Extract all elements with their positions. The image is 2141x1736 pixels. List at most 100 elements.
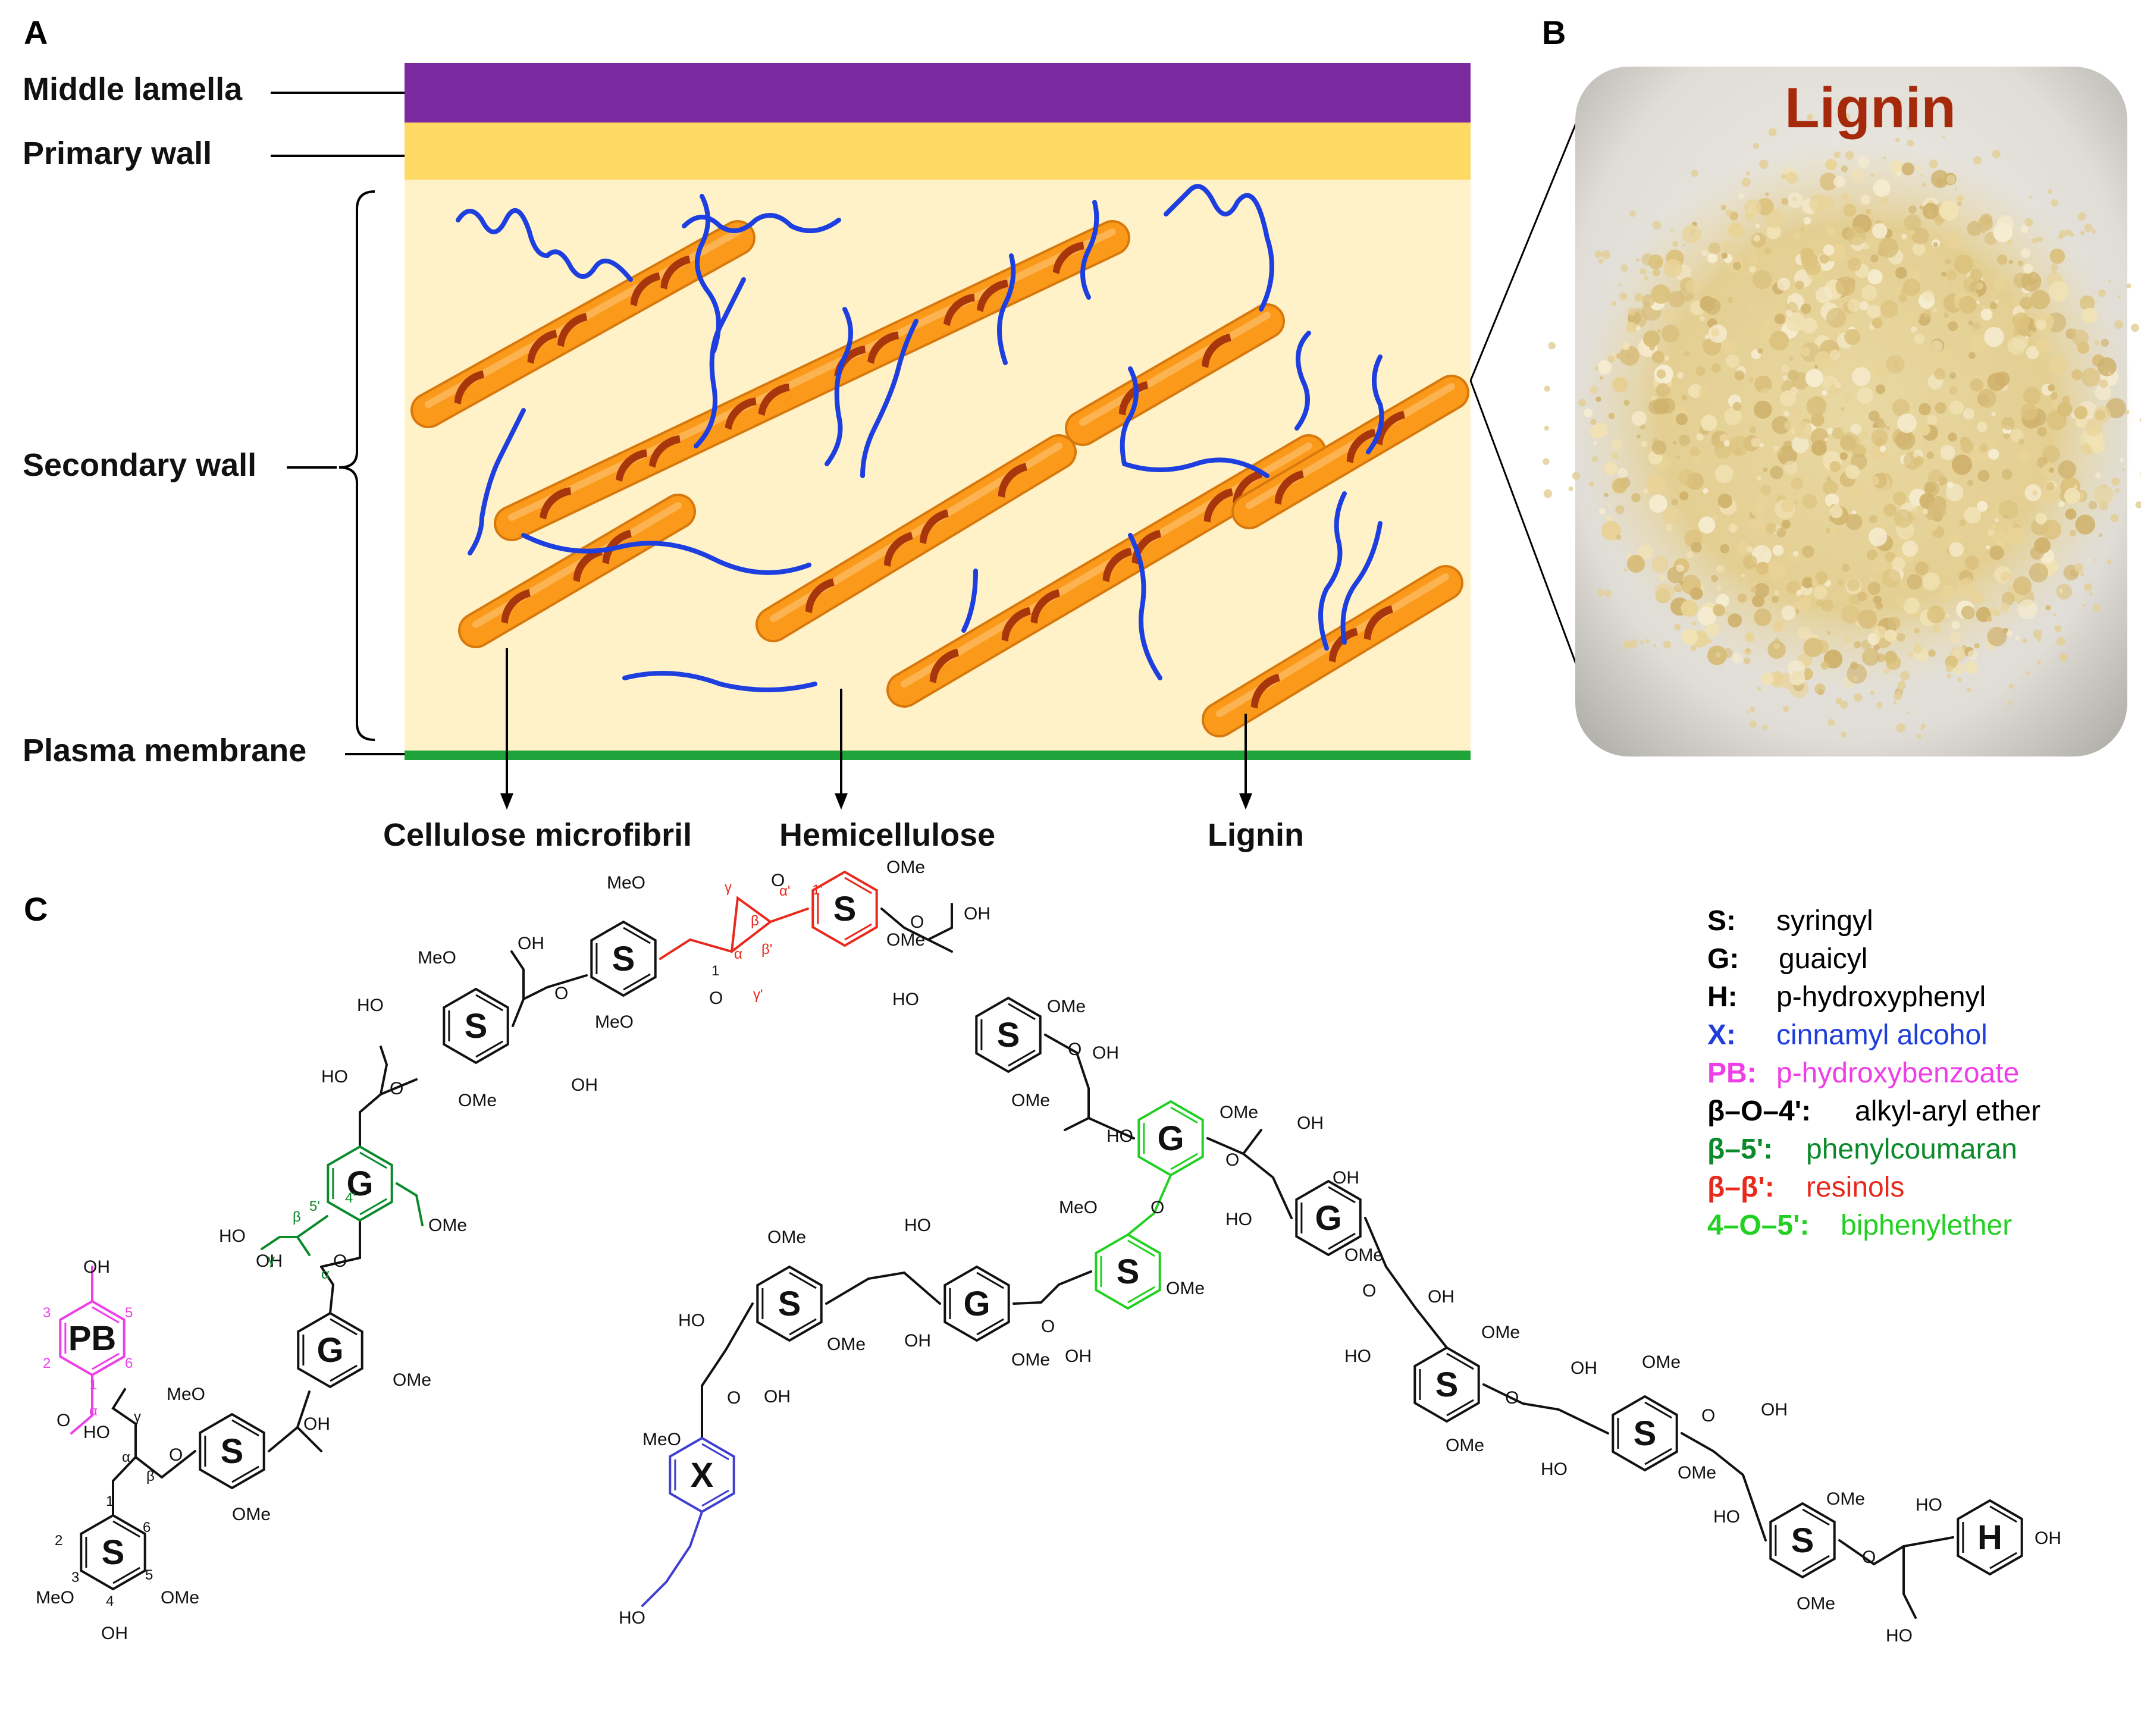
bond	[825, 1271, 941, 1305]
hemicellulose-flake	[573, 547, 603, 582]
atom-label: 6	[143, 1520, 151, 1536]
atom-label: β	[146, 1468, 155, 1484]
hemicellulose-flake	[540, 487, 572, 520]
atom-label: 1'	[812, 882, 823, 898]
lignin-chain	[468, 408, 526, 555]
atom-label: OH	[256, 1251, 283, 1271]
bond	[1206, 1137, 1293, 1219]
lignin-chain	[694, 277, 746, 448]
cellulose-fibril	[458, 494, 696, 648]
hemicellulose-flake	[1203, 488, 1233, 523]
bond	[396, 1182, 424, 1226]
secondary-wall-label: Secondary wall	[23, 447, 256, 483]
cellulose-fibril	[756, 434, 1077, 642]
panel-b-letter: B	[1542, 14, 1566, 51]
ring-unit-label: S	[833, 890, 857, 928]
lignin-chain	[521, 533, 811, 575]
aromatic-ring: S	[975, 996, 1042, 1073]
lignin-chain	[1164, 184, 1274, 312]
aromatic-ring: S	[811, 870, 878, 947]
cellulose-fibril	[886, 434, 1327, 708]
hemicellulose-flake	[1102, 547, 1132, 582]
hemicellulose-flake	[1364, 605, 1393, 641]
atom-label: OMe	[1344, 1245, 1383, 1265]
atom-label: O	[1862, 1547, 1876, 1567]
atom-label: MeO	[36, 1588, 74, 1608]
svg-text:resinols: resinols	[1806, 1172, 1904, 1203]
aromatic-ring: S	[1095, 1233, 1161, 1310]
legend-item: G: guaicyl	[1707, 943, 1867, 975]
atom-label: O	[1701, 1406, 1715, 1426]
atom-label: HO	[1225, 1210, 1252, 1229]
svg-text:p-hydroxyphenyl: p-hydroxyphenyl	[1776, 981, 1986, 1013]
bond	[320, 1219, 361, 1268]
bond	[1127, 1174, 1172, 1236]
atom-label: O	[1362, 1281, 1376, 1301]
bond	[641, 1511, 703, 1607]
ring-unit-label: S	[1435, 1365, 1459, 1404]
lignin-chain	[695, 194, 721, 353]
hemicellulose-flake	[616, 449, 647, 482]
atom-label: HO	[1916, 1495, 1942, 1515]
aromatic-ring: G	[1137, 1100, 1204, 1177]
bond	[1242, 1129, 1262, 1155]
hemicellulose-flake	[976, 280, 1008, 312]
panel-a-letter: A	[24, 14, 48, 51]
bond	[380, 1046, 388, 1095]
svg-text:β–β':: β–β':	[1707, 1172, 1775, 1203]
ring-unit-label: S	[1634, 1414, 1657, 1453]
svg-text:p-hydroxybenzoate: p-hydroxybenzoate	[1776, 1057, 2019, 1089]
atom-label: O	[333, 1251, 347, 1271]
atom-label: O	[1225, 1150, 1239, 1170]
hemicellulose-flake	[1030, 589, 1060, 624]
svg-text:H:: H:	[1707, 981, 1738, 1013]
svg-text:alkyl-aryl ether: alkyl-aryl ether	[1855, 1095, 2040, 1127]
atom-label: O	[910, 912, 924, 932]
panel-b: B Lignin	[1469, 14, 2141, 756]
atom-label: OMe	[232, 1505, 271, 1524]
lignin-chain	[622, 671, 817, 692]
legend-item: S: syringyl	[1707, 905, 1873, 937]
legend: S: syringyl G: guaicyl H: p-hydroxypheny…	[1707, 905, 2040, 1241]
cellulose-fibril	[1231, 375, 1469, 529]
atom-label: MeO	[607, 873, 645, 893]
atom-label: 3	[71, 1569, 79, 1586]
atom-label: HO	[1541, 1459, 1568, 1479]
atom-label: 5	[145, 1567, 153, 1583]
hemicellulose-flake	[1346, 428, 1376, 463]
lignin-chain	[456, 208, 633, 282]
hemicellulose-flake	[660, 255, 691, 290]
atom-label: O	[390, 1079, 403, 1098]
hemicellulose-flake	[1052, 241, 1084, 275]
bond	[510, 950, 525, 1000]
lignin-photo-title: Lignin	[1785, 76, 1956, 140]
bond	[512, 974, 588, 1027]
panel-c-letter: C	[24, 890, 48, 928]
hemicellulose-flake	[1375, 410, 1405, 445]
atom-label: OMe	[886, 930, 925, 950]
hemicellulose-flake	[929, 648, 959, 683]
cellulose-fibril	[1202, 565, 1463, 737]
atom-label: 5'	[309, 1198, 320, 1214]
atom-label: MeO	[167, 1385, 205, 1404]
atom-label: HO	[83, 1423, 110, 1442]
atom-label: OH	[518, 934, 544, 953]
hemicellulose-flake	[1274, 470, 1304, 505]
atom-label: 3	[43, 1305, 51, 1321]
atom-label: OMe	[1797, 1594, 1835, 1613]
legend-item: PB: p-hydroxybenzoate	[1707, 1057, 2019, 1089]
hemicellulose-flake	[501, 589, 531, 624]
atom-label: OMe	[1011, 1091, 1050, 1110]
atom-label: β'	[761, 941, 772, 958]
hemicellulose-flake	[867, 331, 899, 364]
lignin-chain	[1318, 491, 1347, 651]
ring-unit-label: S	[465, 1007, 488, 1046]
ring-unit-label: S	[1791, 1521, 1814, 1560]
atom-label: 6	[125, 1355, 133, 1371]
atom-label: MeO	[1059, 1198, 1098, 1217]
atom-label: α	[122, 1449, 130, 1465]
atom-label: O	[1505, 1388, 1519, 1408]
atom-label: HO	[357, 996, 384, 1015]
bond	[1681, 1432, 1767, 1542]
